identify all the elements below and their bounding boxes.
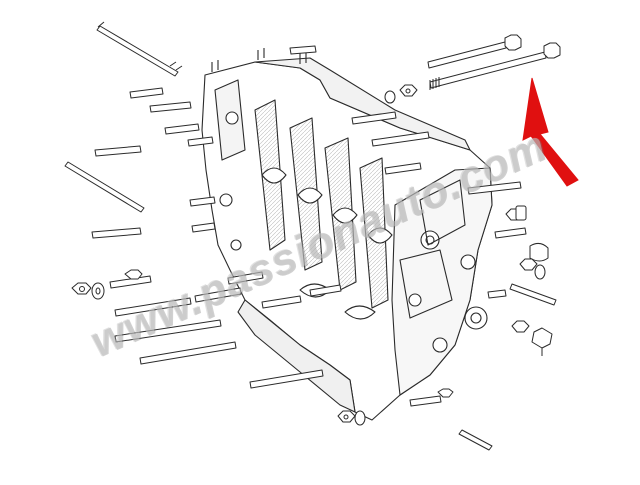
stud-bolt bbox=[309, 284, 342, 297]
sensor bbox=[531, 327, 553, 356]
stud-bolt bbox=[139, 341, 237, 365]
hex-nut bbox=[399, 84, 418, 97]
crankcase bbox=[201, 48, 493, 421]
stud-bolt bbox=[384, 162, 422, 175]
stud-bolt bbox=[191, 222, 216, 233]
stud-bolt bbox=[467, 181, 522, 195]
stud-bolt bbox=[249, 369, 324, 389]
stud-bolt bbox=[227, 271, 264, 285]
long-through-bolt bbox=[427, 34, 522, 69]
stud-bolt bbox=[94, 145, 142, 157]
stud-bolt bbox=[487, 289, 507, 299]
washer bbox=[354, 410, 366, 426]
stud-bolt bbox=[187, 136, 214, 147]
hex-nut bbox=[519, 258, 538, 271]
stud-bolt bbox=[114, 297, 192, 317]
stud-bolt bbox=[149, 101, 192, 113]
washer bbox=[384, 90, 396, 104]
hex-nut bbox=[337, 410, 356, 423]
stud-bolt bbox=[64, 161, 145, 213]
stud-bolt bbox=[109, 269, 152, 289]
stud-bolt bbox=[409, 388, 454, 407]
stud-bolt bbox=[91, 227, 142, 239]
fasteners bbox=[64, 21, 561, 451]
hex-nut bbox=[71, 282, 92, 295]
stud-bolt bbox=[458, 429, 493, 451]
stud-bolt bbox=[509, 283, 557, 306]
stud-bolt bbox=[494, 227, 527, 239]
stud-bolt bbox=[129, 87, 164, 99]
stud-bolt bbox=[189, 196, 216, 207]
washer bbox=[91, 282, 105, 300]
highlight-arrow bbox=[522, 77, 579, 187]
stud-bolt bbox=[114, 319, 222, 343]
stud-bolt bbox=[289, 45, 317, 55]
stud-bolt bbox=[351, 111, 397, 125]
long-through-bolt bbox=[429, 42, 561, 90]
washer bbox=[534, 264, 546, 280]
stud-bolt bbox=[371, 131, 430, 147]
plug bbox=[529, 242, 549, 262]
stud-bolt bbox=[164, 123, 200, 135]
hex-nut bbox=[511, 320, 530, 333]
stud-bolt bbox=[261, 295, 302, 309]
stud-bolt bbox=[96, 21, 183, 77]
plug bbox=[515, 205, 527, 221]
stud-bolt bbox=[194, 287, 242, 303]
